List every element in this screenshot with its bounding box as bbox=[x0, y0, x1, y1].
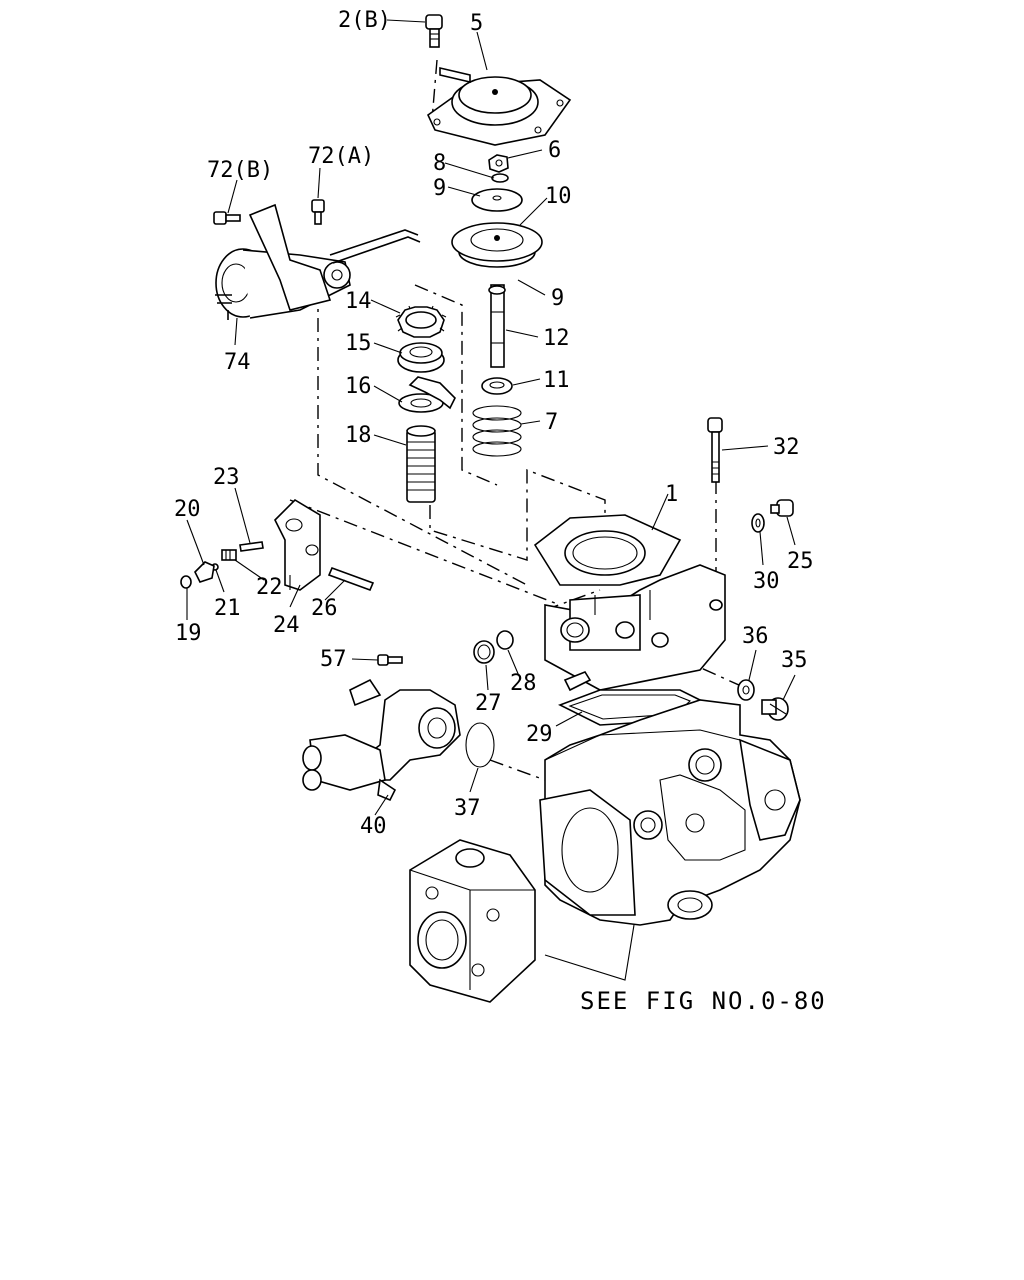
cap-20-part bbox=[194, 561, 215, 583]
screw-57-part bbox=[377, 654, 403, 666]
label-57: 57 bbox=[320, 647, 347, 672]
actuator-74-part bbox=[215, 203, 421, 320]
label-21: 21 bbox=[214, 596, 241, 621]
o-ring-37-part bbox=[465, 722, 495, 768]
valve-assembly-40-part bbox=[302, 678, 461, 802]
label-6: 6 bbox=[548, 138, 561, 163]
label-14: 14 bbox=[345, 289, 372, 314]
pin-23-part bbox=[239, 541, 264, 552]
label-72a: 72(A) bbox=[308, 144, 374, 169]
label-11: 11 bbox=[543, 368, 570, 393]
label-7: 7 bbox=[545, 410, 558, 435]
label-5: 5 bbox=[470, 11, 483, 36]
screw-35-part bbox=[761, 697, 789, 721]
washer-8-part bbox=[491, 173, 509, 183]
screw-72b-part bbox=[213, 211, 241, 225]
nut-6-part bbox=[488, 154, 509, 173]
part-labels: 2(B) 5 6 8 9 10 9 72(B) 72(A) 74 14 15 1… bbox=[174, 8, 814, 839]
washer-9-upper-part bbox=[471, 188, 523, 212]
label-30: 30 bbox=[753, 569, 780, 594]
diaphragm-10-part bbox=[451, 222, 543, 268]
housing-1-part bbox=[533, 514, 726, 692]
spring-22-part bbox=[221, 549, 237, 561]
bolt-32-part bbox=[707, 417, 723, 483]
label-74: 74 bbox=[224, 350, 251, 375]
label-35: 35 bbox=[781, 648, 808, 673]
flange-block-part bbox=[409, 839, 536, 1003]
cover-5-part bbox=[426, 66, 572, 146]
pump-body-part bbox=[539, 699, 801, 926]
label-23: 23 bbox=[213, 465, 240, 490]
label-29: 29 bbox=[526, 722, 553, 747]
label-9-lower: 9 bbox=[551, 286, 564, 311]
label-24: 24 bbox=[273, 613, 300, 638]
clip-19-part bbox=[180, 575, 192, 589]
label-32: 32 bbox=[773, 435, 800, 460]
bracket-16-part bbox=[398, 376, 456, 413]
screw-2b-part bbox=[425, 14, 443, 48]
screw-72a-part bbox=[311, 199, 325, 225]
spring-7-part bbox=[472, 405, 522, 457]
threaded-rod-18-part bbox=[406, 425, 436, 503]
label-22: 22 bbox=[256, 575, 283, 600]
label-20: 20 bbox=[174, 497, 201, 522]
pin-26-part bbox=[327, 566, 375, 592]
label-26: 26 bbox=[311, 596, 338, 621]
label-10: 10 bbox=[545, 184, 572, 209]
label-2b: 2(B) bbox=[338, 8, 391, 33]
plug-27-part bbox=[473, 640, 495, 664]
label-19: 19 bbox=[175, 621, 202, 646]
label-72b: 72(B) bbox=[207, 158, 273, 183]
label-18: 18 bbox=[345, 423, 372, 448]
label-27: 27 bbox=[475, 691, 502, 716]
label-37: 37 bbox=[454, 796, 481, 821]
label-12: 12 bbox=[543, 326, 570, 351]
label-36: 36 bbox=[742, 624, 769, 649]
screw-25-part bbox=[770, 499, 794, 517]
label-25: 25 bbox=[787, 549, 814, 574]
washer-36-part bbox=[737, 679, 755, 701]
seal-11-part bbox=[481, 377, 513, 395]
label-40: 40 bbox=[360, 814, 387, 839]
label-9-upper: 9 bbox=[433, 176, 446, 201]
see-figure-reference: SEE FIG NO.0-80 bbox=[580, 987, 827, 1015]
label-16: 16 bbox=[345, 374, 372, 399]
leader-lines bbox=[186, 19, 796, 981]
bearing-15-part bbox=[397, 342, 445, 373]
label-1: 1 bbox=[665, 482, 678, 507]
gear-14-part bbox=[395, 305, 447, 338]
label-28: 28 bbox=[510, 671, 537, 696]
label-8: 8 bbox=[433, 151, 446, 176]
label-15: 15 bbox=[345, 331, 372, 356]
shaft-12-part bbox=[488, 284, 506, 368]
washer-30-part bbox=[751, 513, 765, 533]
lever-bracket-24-part bbox=[274, 498, 321, 591]
plug-28-part bbox=[496, 630, 514, 650]
